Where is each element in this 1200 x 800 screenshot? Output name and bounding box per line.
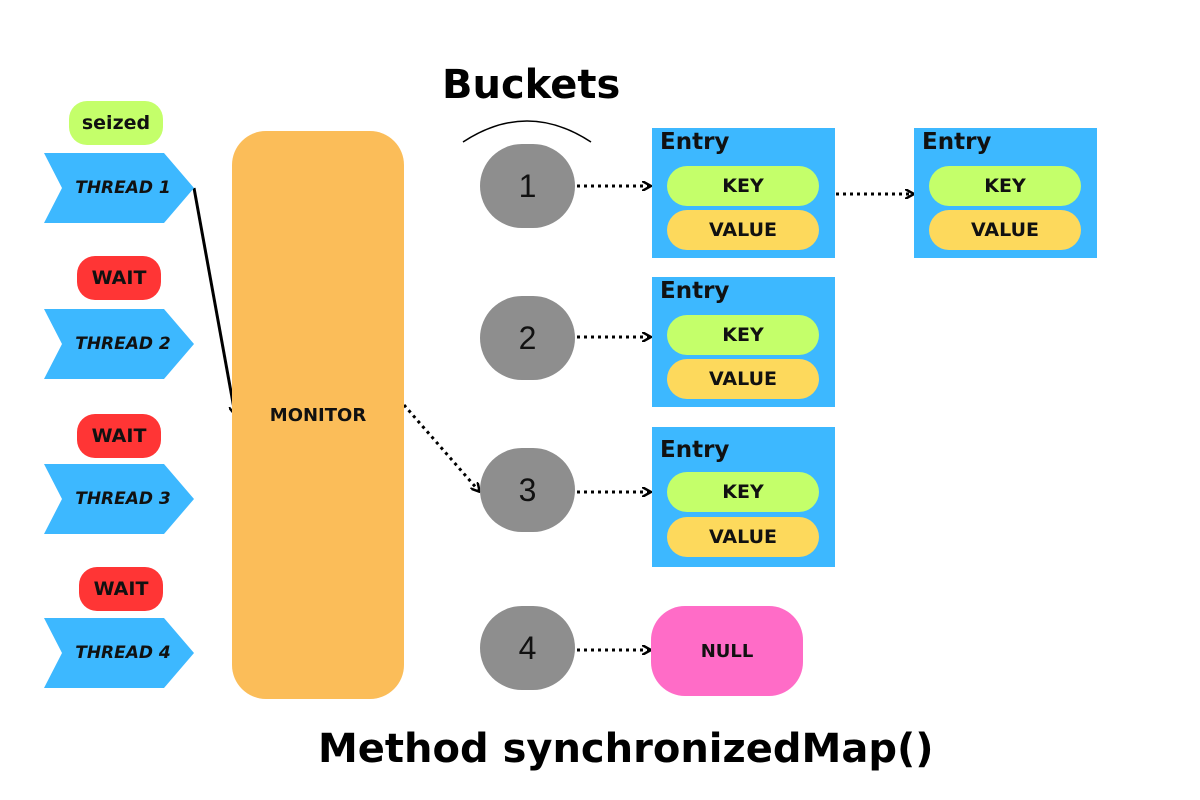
entry-title: Entry	[660, 278, 730, 304]
thread-1: THREAD 1	[44, 153, 194, 223]
entry-value: VALUE	[667, 517, 819, 557]
thread4-status-badge: WAIT	[79, 567, 163, 611]
thread2-status-badge: WAIT	[77, 256, 161, 300]
entry-bucket2: Entry KEY VALUE	[652, 277, 835, 407]
entry-value: VALUE	[667, 210, 819, 250]
monitor-block: MONITOR	[232, 131, 404, 699]
entry-bucket1-first: Entry KEY VALUE	[652, 128, 835, 258]
bucket-3: 3	[480, 448, 575, 532]
entry-key: KEY	[667, 472, 819, 512]
entry-key: KEY	[929, 166, 1081, 206]
thread1-status-badge: seized	[69, 101, 163, 145]
thread-3: THREAD 3	[44, 464, 194, 534]
thread-2: THREAD 2	[44, 309, 194, 379]
diagram-caption: Method synchronizedMap()	[318, 726, 934, 772]
null-node: NULL	[651, 606, 803, 696]
entry-bucket1-second: Entry KEY VALUE	[914, 128, 1097, 258]
bucket-4: 4	[480, 606, 575, 690]
entry-key: KEY	[667, 315, 819, 355]
buckets-title: Buckets	[442, 62, 621, 108]
entry-title: Entry	[660, 437, 730, 463]
bucket-2: 2	[480, 296, 575, 380]
entry-bucket3: Entry KEY VALUE	[652, 427, 835, 567]
thread3-status-badge: WAIT	[77, 414, 161, 458]
entry-value: VALUE	[929, 210, 1081, 250]
entry-title: Entry	[660, 129, 730, 155]
thread-4: THREAD 4	[44, 618, 194, 688]
thread1-to-monitor-arrow	[192, 187, 235, 414]
entry-key: KEY	[667, 166, 819, 206]
bucket-1: 1	[480, 144, 575, 228]
buckets-arc	[462, 120, 592, 143]
entry-value: VALUE	[667, 359, 819, 399]
entry-title: Entry	[922, 129, 992, 155]
monitor-to-bucket3-arrow	[402, 404, 479, 491]
